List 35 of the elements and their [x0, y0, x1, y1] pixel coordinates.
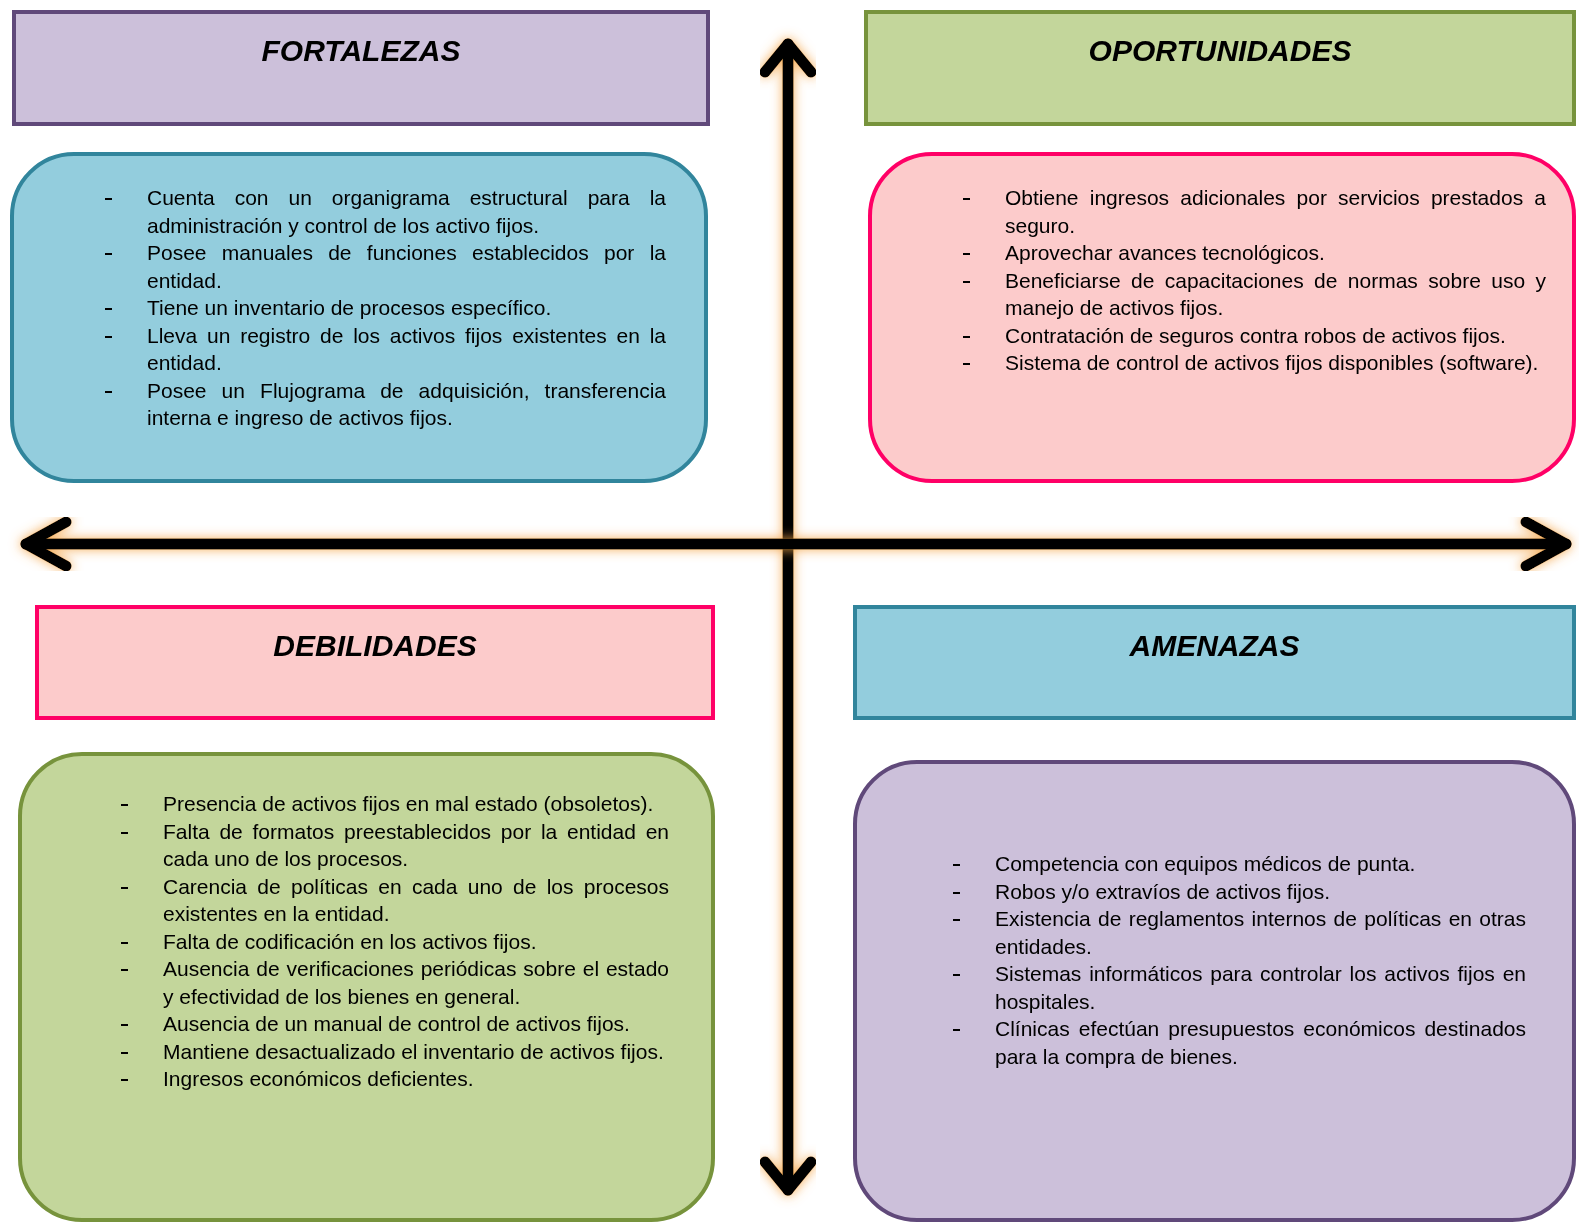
list-item: Robos y/o extravíos de activos fijos. [950, 877, 1526, 905]
list-item: Carencia de políticas en cada uno de los procesos existentes en la entidad. [118, 872, 669, 928]
list-item: Sistema de control de activos fijos disponibles (software). [960, 349, 1546, 377]
heading: AMENAZAS [1129, 629, 1300, 663]
list-item: Beneficiarse de capacitaciones de normas sobre uso y manejo de activos fijos. [960, 266, 1546, 322]
list-item: Competencia con equipos médicos de punta. [950, 850, 1526, 878]
list-item: Aprovechar avances tecnológicos. [960, 239, 1546, 267]
heading-box [12, 10, 710, 126]
list-item: Ausencia de un manual de control de activos fijos. [118, 1010, 669, 1038]
heading-box [864, 10, 1576, 126]
list-item: Tiene un inventario de procesos específico. [102, 294, 666, 322]
list-item: Ingresos económicos deficientes. [118, 1065, 669, 1093]
heading: FORTALEZAS [261, 34, 461, 68]
list-card [10, 152, 708, 483]
list-item: Ausencia de verificaciones periódicas sobre el estado y efectividad de los bienes en general. [118, 955, 669, 1010]
list-item: Cuenta con un organigrama estructural para la administración y control de los activo fijos. [102, 184, 666, 239]
list-item: Existencia de reglamentos internos de políticas en otras entidades. [950, 905, 1526, 960]
list-card [853, 760, 1576, 1222]
list-item: Contratación de seguros contra robos de activos fijos. [960, 321, 1546, 349]
list-item: Falta de formatos preestablecidos por la entidad en cada uno de los procesos. [118, 817, 669, 873]
list-item: Presencia de activos fijos en mal estado (obsoletos). [118, 790, 669, 818]
heading: DEBILIDADES [273, 629, 477, 663]
list-item: Posee manuales de funciones establecidos por la entidad. [102, 239, 666, 294]
list-card [18, 752, 715, 1222]
heading-box [853, 605, 1576, 720]
list-item: Lleva un registro de los activos fijos existentes en la entidad. [102, 321, 666, 377]
list-item: Obtiene ingresos adicionales por servicios prestados a seguro. [960, 184, 1546, 239]
heading: OPORTUNIDADES [1088, 34, 1352, 68]
list-card [868, 152, 1576, 483]
list-item: Posee un Flujograma de adquisición, transferencia interna e ingreso de activos fijos. [102, 376, 666, 432]
list-item: Sistemas informáticos para controlar los activos fijos en hospitales. [950, 960, 1526, 1015]
list-item: Clínicas efectúan presupuestos económicos destinados para la compra de bienes. [950, 1015, 1526, 1070]
list-item: Falta de codificación en los activos fijos. [118, 927, 669, 955]
heading-box [35, 605, 715, 720]
list-item: Mantiene desactualizado el inventario de activos fijos. [118, 1037, 669, 1065]
